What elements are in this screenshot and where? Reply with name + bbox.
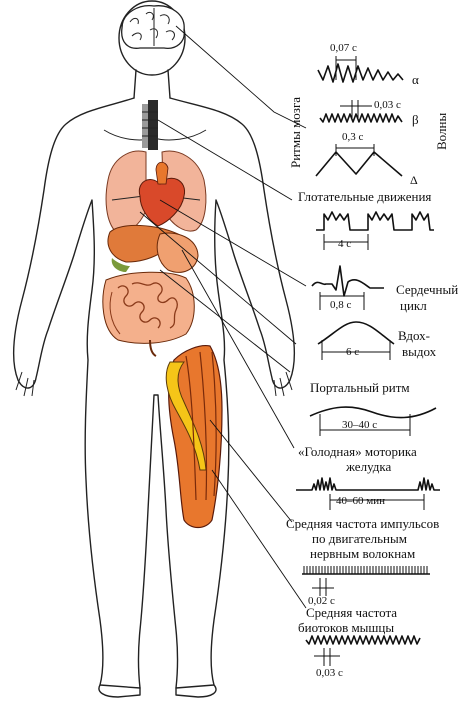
portal-period-label: 30–40 с <box>342 419 377 431</box>
swallowing-panel: Глотательные движения 4 с <box>298 189 434 250</box>
muscle-period-bracket <box>314 648 340 666</box>
breathing-wave <box>317 321 395 345</box>
cardiac-label-line1: Сердечный <box>396 282 458 297</box>
muscle-wave <box>305 635 421 645</box>
alpha-wave-panel: 0,07 с α <box>317 42 419 87</box>
thigh-muscles-illustration <box>165 345 223 529</box>
breathing-label-line2: выдох <box>402 344 437 359</box>
beta-symbol: β <box>412 112 419 127</box>
nerve-impulses-panel: Средняя частота импульсов по двигательны… <box>286 516 439 607</box>
nerve-label-line2: по двигательным <box>312 531 407 546</box>
alpha-symbol: α <box>412 72 419 87</box>
nerve-period-bracket <box>312 578 334 596</box>
muscle-label-line2: биотоков мышцы <box>298 620 394 635</box>
breathing-period-bracket <box>321 340 391 360</box>
delta-symbol: Δ <box>410 173 418 187</box>
cardiac-period-label: 0,8 с <box>330 299 352 311</box>
swallowing-period-label: 4 с <box>338 238 351 250</box>
alpha-wave <box>317 63 404 83</box>
muscle-biocurrents-panel: Средняя частота биотоков мышцы 0,03 с <box>298 605 421 679</box>
hunger-motility-panel: «Голодная» моторика желудка 40–60 мин <box>296 444 440 510</box>
swallowing-wave <box>316 211 434 231</box>
muscle-label-line1: Средняя частота <box>306 605 397 620</box>
swallowing-label: Глотательные движения <box>298 189 431 204</box>
cardiac-wave <box>311 265 384 297</box>
muscle-period-label: 0,03 с <box>316 667 343 679</box>
beta-period-label: 0,03 с <box>374 99 401 111</box>
portal-panel: Портальный ритм 30–40 с <box>309 380 437 436</box>
breathing-label-line1: Вдох- <box>398 328 430 343</box>
breathing-period-label: 6 с <box>346 346 359 358</box>
hunger-period-bracket <box>329 494 425 510</box>
delta-period-label: 0,3 с <box>342 131 364 143</box>
beta-wave <box>319 113 403 123</box>
cardiac-label-line2: цикл <box>400 298 427 313</box>
waves-label: Волны <box>434 113 449 150</box>
swallowing-period-bracket <box>323 234 369 250</box>
hunger-wave <box>296 477 440 491</box>
hunger-label-line1: «Голодная» моторика <box>298 444 417 459</box>
alpha-period-label: 0,07 с <box>330 42 357 54</box>
trachea-illustration <box>142 100 158 150</box>
beta-wave-panel: 0,03 с β <box>319 99 419 127</box>
delta-wave-panel: 0,3 с Δ <box>315 131 418 187</box>
brain-rhythms-label: Ритмы мозга <box>288 97 303 168</box>
alpha-period-bracket <box>335 56 357 80</box>
nerve-impulse-ticks <box>302 566 430 575</box>
liver-stomach-illustration <box>107 224 199 273</box>
delta-wave <box>315 151 403 177</box>
intestines-illustration <box>102 271 195 357</box>
brain-illustration <box>121 5 185 49</box>
heart-illustration <box>138 161 186 227</box>
portal-period-bracket <box>319 414 411 436</box>
hunger-period-label: 40–60 мин <box>336 495 385 507</box>
cardiac-panel: 0,8 с Сердечный цикл <box>311 265 458 313</box>
leader-lines <box>139 25 307 609</box>
hunger-label-line2: желудка <box>345 459 391 474</box>
nerve-label-line3: нервным волокнам <box>310 546 415 561</box>
nerve-label-line1: Средняя частота импульсов <box>286 516 439 531</box>
portal-label: Портальный ритм <box>310 380 410 395</box>
delta-period-bracket <box>335 144 375 156</box>
nerve-period-label: 0,02 с <box>308 595 335 607</box>
portal-wave <box>309 406 437 419</box>
cardiac-period-bracket <box>319 292 365 310</box>
beta-period-bracket <box>340 100 372 118</box>
breathing-panel: 6 с Вдох- выдох <box>317 321 437 360</box>
